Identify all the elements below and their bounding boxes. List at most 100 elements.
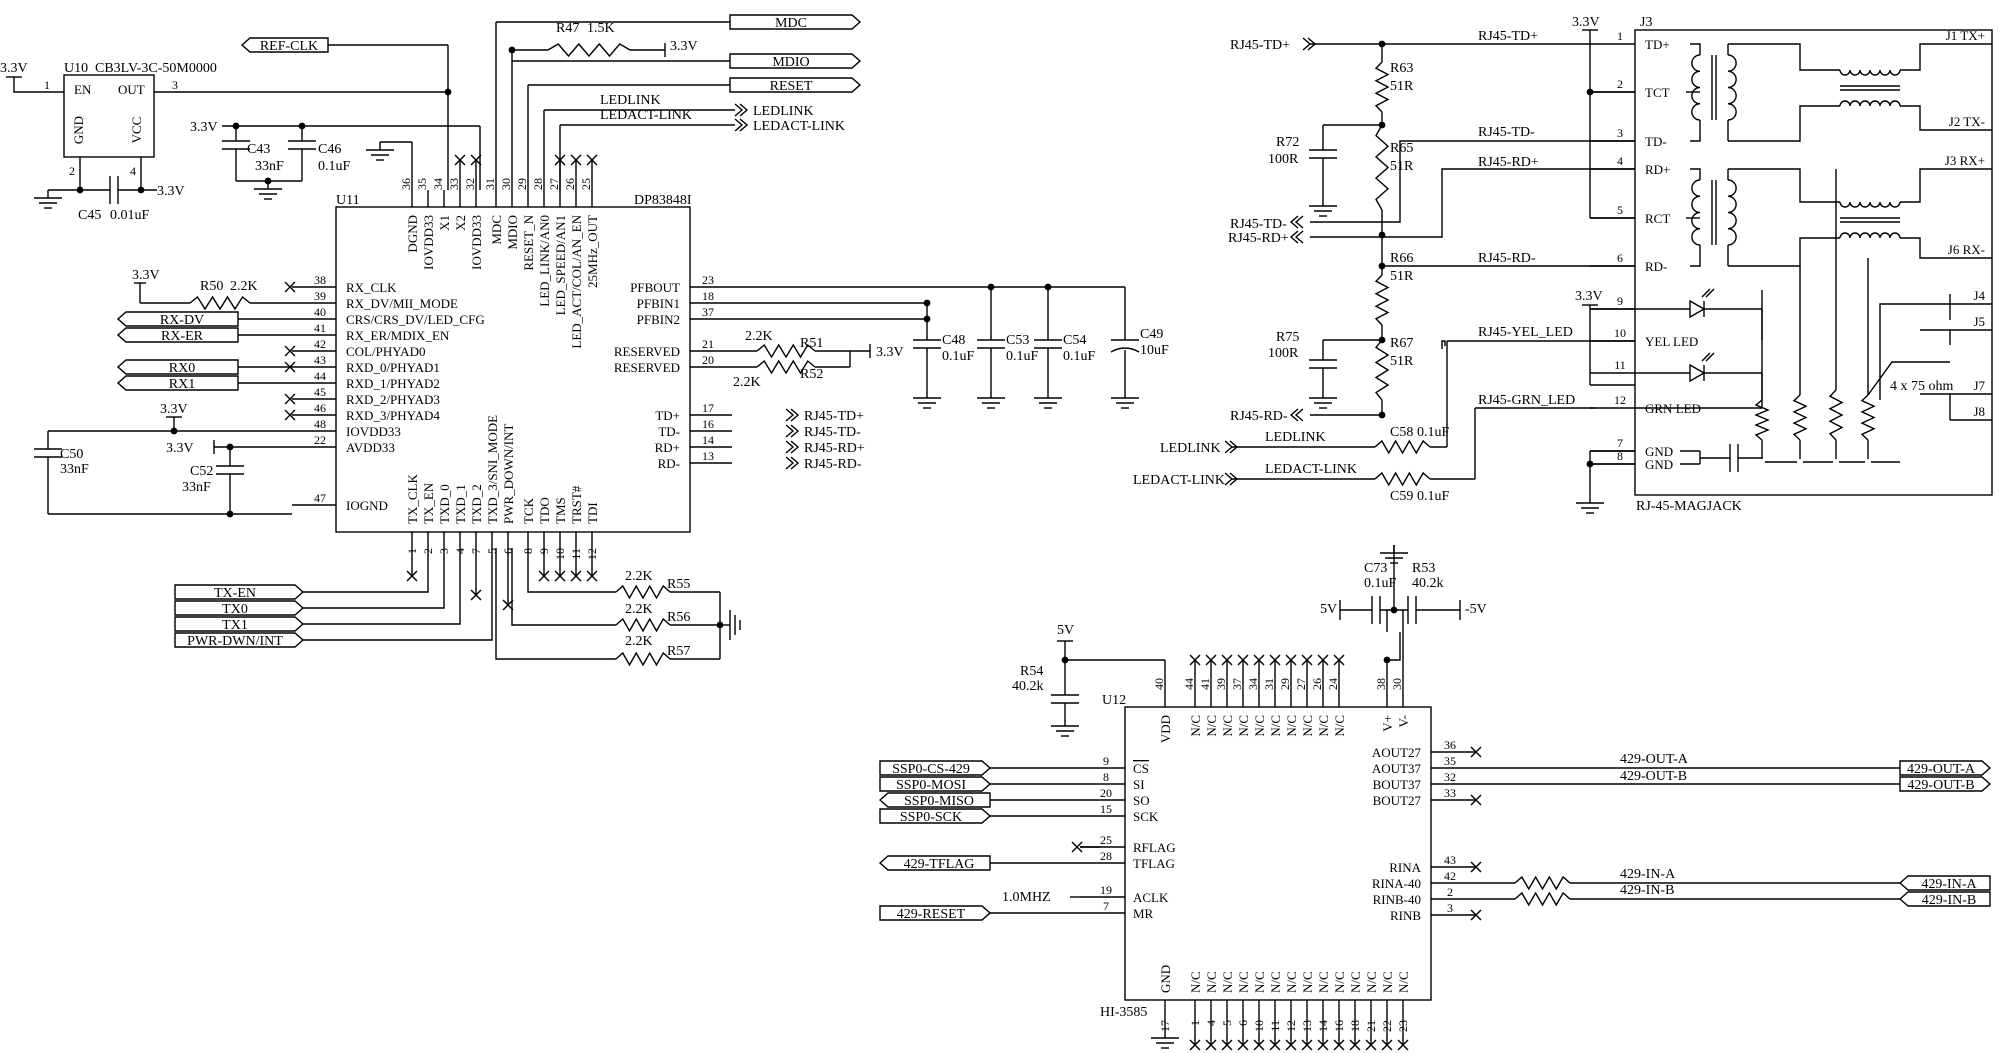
power-label: 3.3V [160, 402, 188, 417]
pin-num: 31 [1262, 678, 1276, 690]
r55 [615, 584, 671, 600]
pin-name: N/C [1204, 971, 1219, 993]
pin-name: YEL LED [1645, 334, 1698, 349]
r55-ref: R55 [667, 577, 690, 592]
pin-name: GND [1645, 444, 1673, 459]
pin-num: 43 [1444, 853, 1456, 867]
power-label: 3.3V [166, 441, 194, 456]
pin-name: RINA-40 [1372, 876, 1421, 891]
net-label: RJ45-TD+ [1478, 29, 1538, 44]
wire [1867, 361, 1920, 396]
pin-num: 29 [515, 178, 529, 190]
no-connect-icon [1253, 1039, 1265, 1051]
pin-num: 35 [1444, 754, 1456, 768]
power-label: 3.3V [132, 268, 160, 283]
pin-num: 36 [399, 178, 413, 190]
r67-value: 51R [1390, 354, 1414, 369]
net-label: RJ45-TD+ [1230, 38, 1290, 53]
rj45-connector-icon [790, 424, 800, 438]
pin-name: TRST# [569, 485, 584, 524]
r56-ref: R56 [667, 610, 690, 625]
pin-name: RXD_2/PHYAD3 [346, 392, 440, 407]
term-resistor [1754, 399, 1770, 441]
pin-num: 20 [1100, 786, 1112, 800]
pin-name: X1 [437, 215, 452, 231]
u10-pin-gnd: GND [71, 116, 86, 144]
r50 [189, 295, 251, 311]
no-connect-icon [1470, 794, 1482, 806]
c48-ref: C48 [942, 333, 965, 348]
pin-num: 3 [1617, 126, 1623, 140]
r51-ref: R51 [800, 336, 823, 351]
pin-num: 10 [1614, 326, 1626, 340]
pin-name: J6 RX- [1948, 242, 1985, 257]
tx0-port-label: TX0 [222, 602, 248, 617]
in-a-port [1898, 875, 1991, 891]
r47-ref: R47 [556, 21, 579, 36]
net-label: RJ45-TD+ [804, 409, 864, 424]
net-label: LEDLINK [600, 93, 661, 108]
pin-name: RINA [1389, 860, 1421, 875]
tx0-port [174, 600, 305, 616]
pin-name: N/C [1284, 715, 1299, 737]
pin-name: N/C [1236, 971, 1251, 993]
termination-label: 4 x 75 ohm [1890, 379, 1954, 394]
pin-name: N/C [1268, 971, 1283, 993]
pin-name: N/C [1220, 971, 1235, 993]
net-label: 429-IN-B [1620, 883, 1674, 898]
rj45-connector-icon [790, 440, 800, 454]
no-connect-icon [1269, 1039, 1281, 1051]
net-label: LEDACT-LINK [753, 119, 845, 134]
pin-name: SCK [1133, 809, 1159, 824]
r57 [615, 651, 671, 667]
pin-name: TDI [585, 502, 600, 524]
no-connect-icon [284, 345, 296, 357]
pin-name: DGND [405, 215, 420, 253]
pin-name: N/C [1300, 715, 1315, 737]
r66 [1374, 274, 1390, 326]
c45-value: 0.01uF [110, 208, 150, 223]
c46-value: 0.1uF [318, 159, 351, 174]
pin-num: 2 [69, 164, 75, 178]
pin-num: 36 [1444, 738, 1456, 752]
pin-num: 47 [314, 491, 326, 505]
net-label: LEDLINK [1160, 441, 1221, 456]
r56 [615, 617, 671, 633]
pin-name: J8 [1973, 404, 1985, 419]
rj45-connector-icon [1294, 215, 1304, 229]
pin-num: 39 [1214, 678, 1228, 690]
wire [1728, 43, 1840, 71]
pin-name: J3 RX+ [1945, 153, 1985, 168]
term-resistor [1860, 394, 1876, 441]
pin-num: 21 [702, 337, 714, 351]
pin-num: 18 [702, 289, 714, 303]
wire [1879, 303, 1920, 400]
wire [1690, 245, 1701, 267]
ledlink-connector-icon [739, 103, 749, 117]
pin-num: 25 [1100, 833, 1112, 847]
wire [1690, 43, 1701, 55]
junction-dot [1833, 459, 1839, 465]
pin-num: 33 [1444, 786, 1456, 800]
no-connect-icon [1253, 654, 1265, 666]
u10-ref: U10 [64, 61, 88, 76]
pin-name: TCK [521, 497, 536, 524]
pin-name: N/C [1332, 971, 1347, 993]
pin-num: 8 [1103, 770, 1109, 784]
pin-num: 26 [563, 178, 577, 190]
rx1-port-label: RX1 [169, 377, 195, 392]
reset429-port-label: 429-RESET [897, 907, 966, 922]
pin-num: 2 [1447, 885, 1453, 899]
out-b-port [1899, 776, 1992, 792]
r67 [1374, 339, 1390, 401]
pin-name: RESET_N [521, 214, 536, 270]
pin-name: J1 TX+ [1946, 28, 1985, 43]
capacitor [1110, 347, 1140, 353]
tx1-port [174, 616, 305, 632]
rj45-connector-icon [1289, 230, 1299, 244]
ledact-connector-icon [734, 118, 744, 132]
pin-name: BOUT37 [1373, 777, 1422, 792]
r53 [1514, 875, 1571, 891]
pin-name: RX_CLK [346, 280, 397, 295]
